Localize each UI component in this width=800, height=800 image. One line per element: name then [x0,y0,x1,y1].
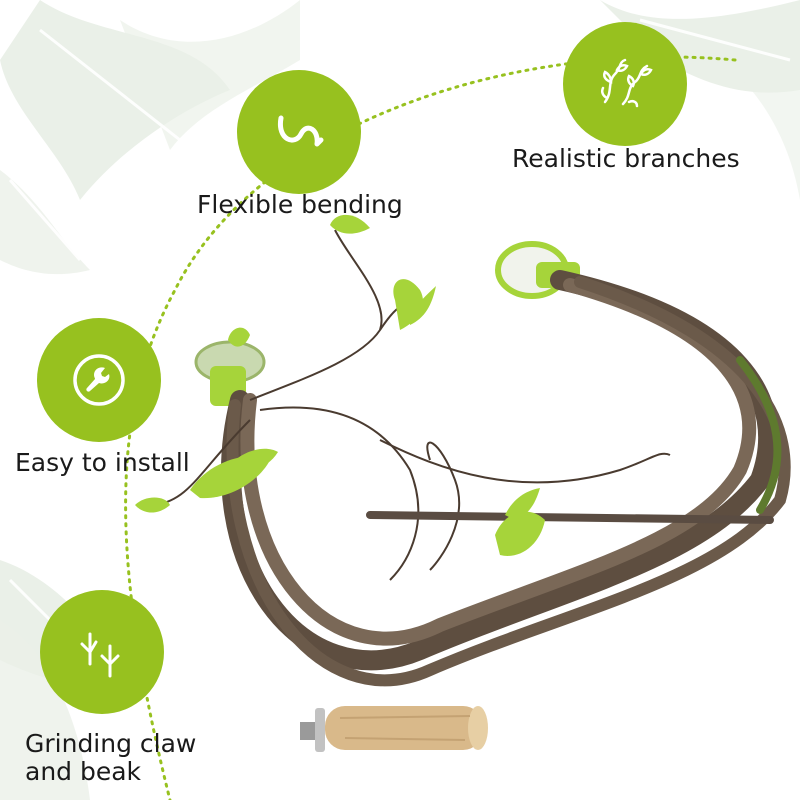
bird-footprints-icon [80,632,120,678]
twigs [154,229,671,581]
easy-to-install-badge [37,318,161,442]
grinding-claw-label-line1: Grinding claw [25,729,197,758]
leaves [135,214,545,556]
grinding-claw-label-line2: and beak [25,757,142,786]
vine-branches-icon [600,58,653,108]
realistic-branches-badge [563,22,687,146]
grinding-claw-label: Grinding claw and beak [25,730,196,786]
realistic-branches-label: Realistic branches [512,144,740,173]
wrench-icon [73,354,125,406]
bark-vines [221,270,791,687]
wavy-line-icon [277,115,324,147]
wooden-perch [300,706,488,752]
flexible-bending-badge [237,70,361,194]
crossing-stick [366,511,774,524]
easy-to-install-label: Easy to install [15,448,190,477]
flexible-bending-label: Flexible bending [197,190,403,219]
grinding-claw-badge [40,590,164,714]
